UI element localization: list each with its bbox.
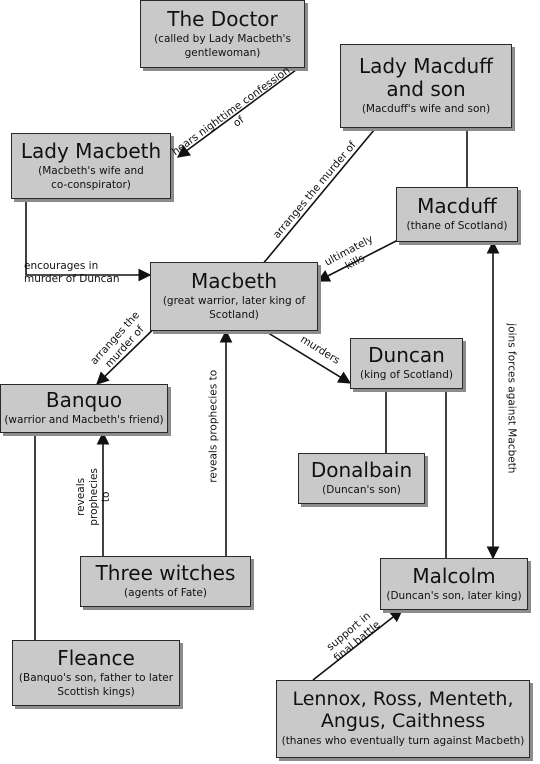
node-description: (thane of Scotland) [406, 220, 508, 233]
node-name: Three witches [95, 561, 236, 586]
node-description: (Duncan's son) [322, 484, 401, 497]
node-name: The Doctor [167, 6, 278, 31]
node-malcolm: Malcolm (Duncan's son, later king) [380, 558, 528, 610]
node-description: (great warrior, later king of Scotland) [162, 295, 306, 321]
edge-thanes-malcolm [312, 609, 404, 681]
node-description: (king of Scotland) [360, 369, 453, 382]
node-three-witches: Three witches (agents of Fate) [80, 556, 251, 607]
node-description: (Macduff's wife and son) [361, 103, 491, 116]
node-name: Macduff [417, 194, 497, 219]
node-duncan: Duncan (king of Scotland) [350, 338, 463, 389]
label-reveals-prophecies-banquo: reveals prophecies to [75, 468, 113, 526]
node-description: (called by Lady Macbeth's gentlewoman) [154, 32, 291, 59]
node-lady-macduff: Lady Macduff and son (Macduff's wife and… [340, 44, 512, 128]
node-fleance: Fleance (Banquo's son, father to later S… [12, 640, 180, 706]
node-name: Macbeth [190, 269, 278, 294]
node-name: Lady Macduff and son [359, 54, 493, 102]
node-description: (warrior and Macbeth's friend) [4, 414, 164, 427]
node-donalbain: Donalbain (Duncan's son) [298, 453, 425, 504]
node-banquo: Banquo (warrior and Macbeth's friend) [0, 384, 168, 433]
node-macduff: Macduff (thane of Scotland) [396, 187, 518, 242]
node-name: Malcolm [412, 563, 496, 588]
label-reveals-prophecies-macbeth: reveals prophecies to [207, 369, 220, 483]
edge-macduff-macbeth [316, 239, 399, 282]
node-description: (Macbeth's wife and co-conspirator) [38, 164, 144, 191]
node-thanes: Lennox, Ross, Menteth, Angus, Caithness … [276, 680, 530, 758]
node-description: (Duncan's son, later king) [386, 589, 522, 602]
node-name: Fleance [57, 645, 135, 670]
node-name: Banquo [45, 388, 123, 413]
node-name: Donalbain [310, 458, 413, 483]
edge-doctor-ladymacbeth [176, 66, 301, 158]
node-macbeth: Macbeth (great warrior, later king of Sc… [150, 262, 318, 331]
node-name: Lennox, Ross, Menteth, Angus, Caithness [292, 688, 514, 733]
node-name: Lady Macbeth [20, 138, 162, 163]
node-name: Duncan [368, 343, 445, 368]
edge-macbeth-ladymacduff [261, 117, 385, 266]
label-joins-forces: joins forces against Macbeth [505, 323, 518, 474]
node-lady-macbeth: Lady Macbeth (Macbeth's wife and co-cons… [11, 133, 171, 199]
node-description: (agents of Fate) [124, 587, 207, 600]
node-description: (thanes who eventually turn against Macb… [281, 735, 525, 748]
node-description: (Banquo's son, father to later Scottish … [18, 671, 174, 698]
edge-macbeth-duncan [264, 330, 352, 384]
node-the-doctor: The Doctor (called by Lady Macbeth's gen… [140, 0, 305, 68]
label-encourages-murder: encourages in murder of Duncan [24, 260, 120, 285]
edge-ladymacbeth-macbeth [25, 199, 152, 282]
